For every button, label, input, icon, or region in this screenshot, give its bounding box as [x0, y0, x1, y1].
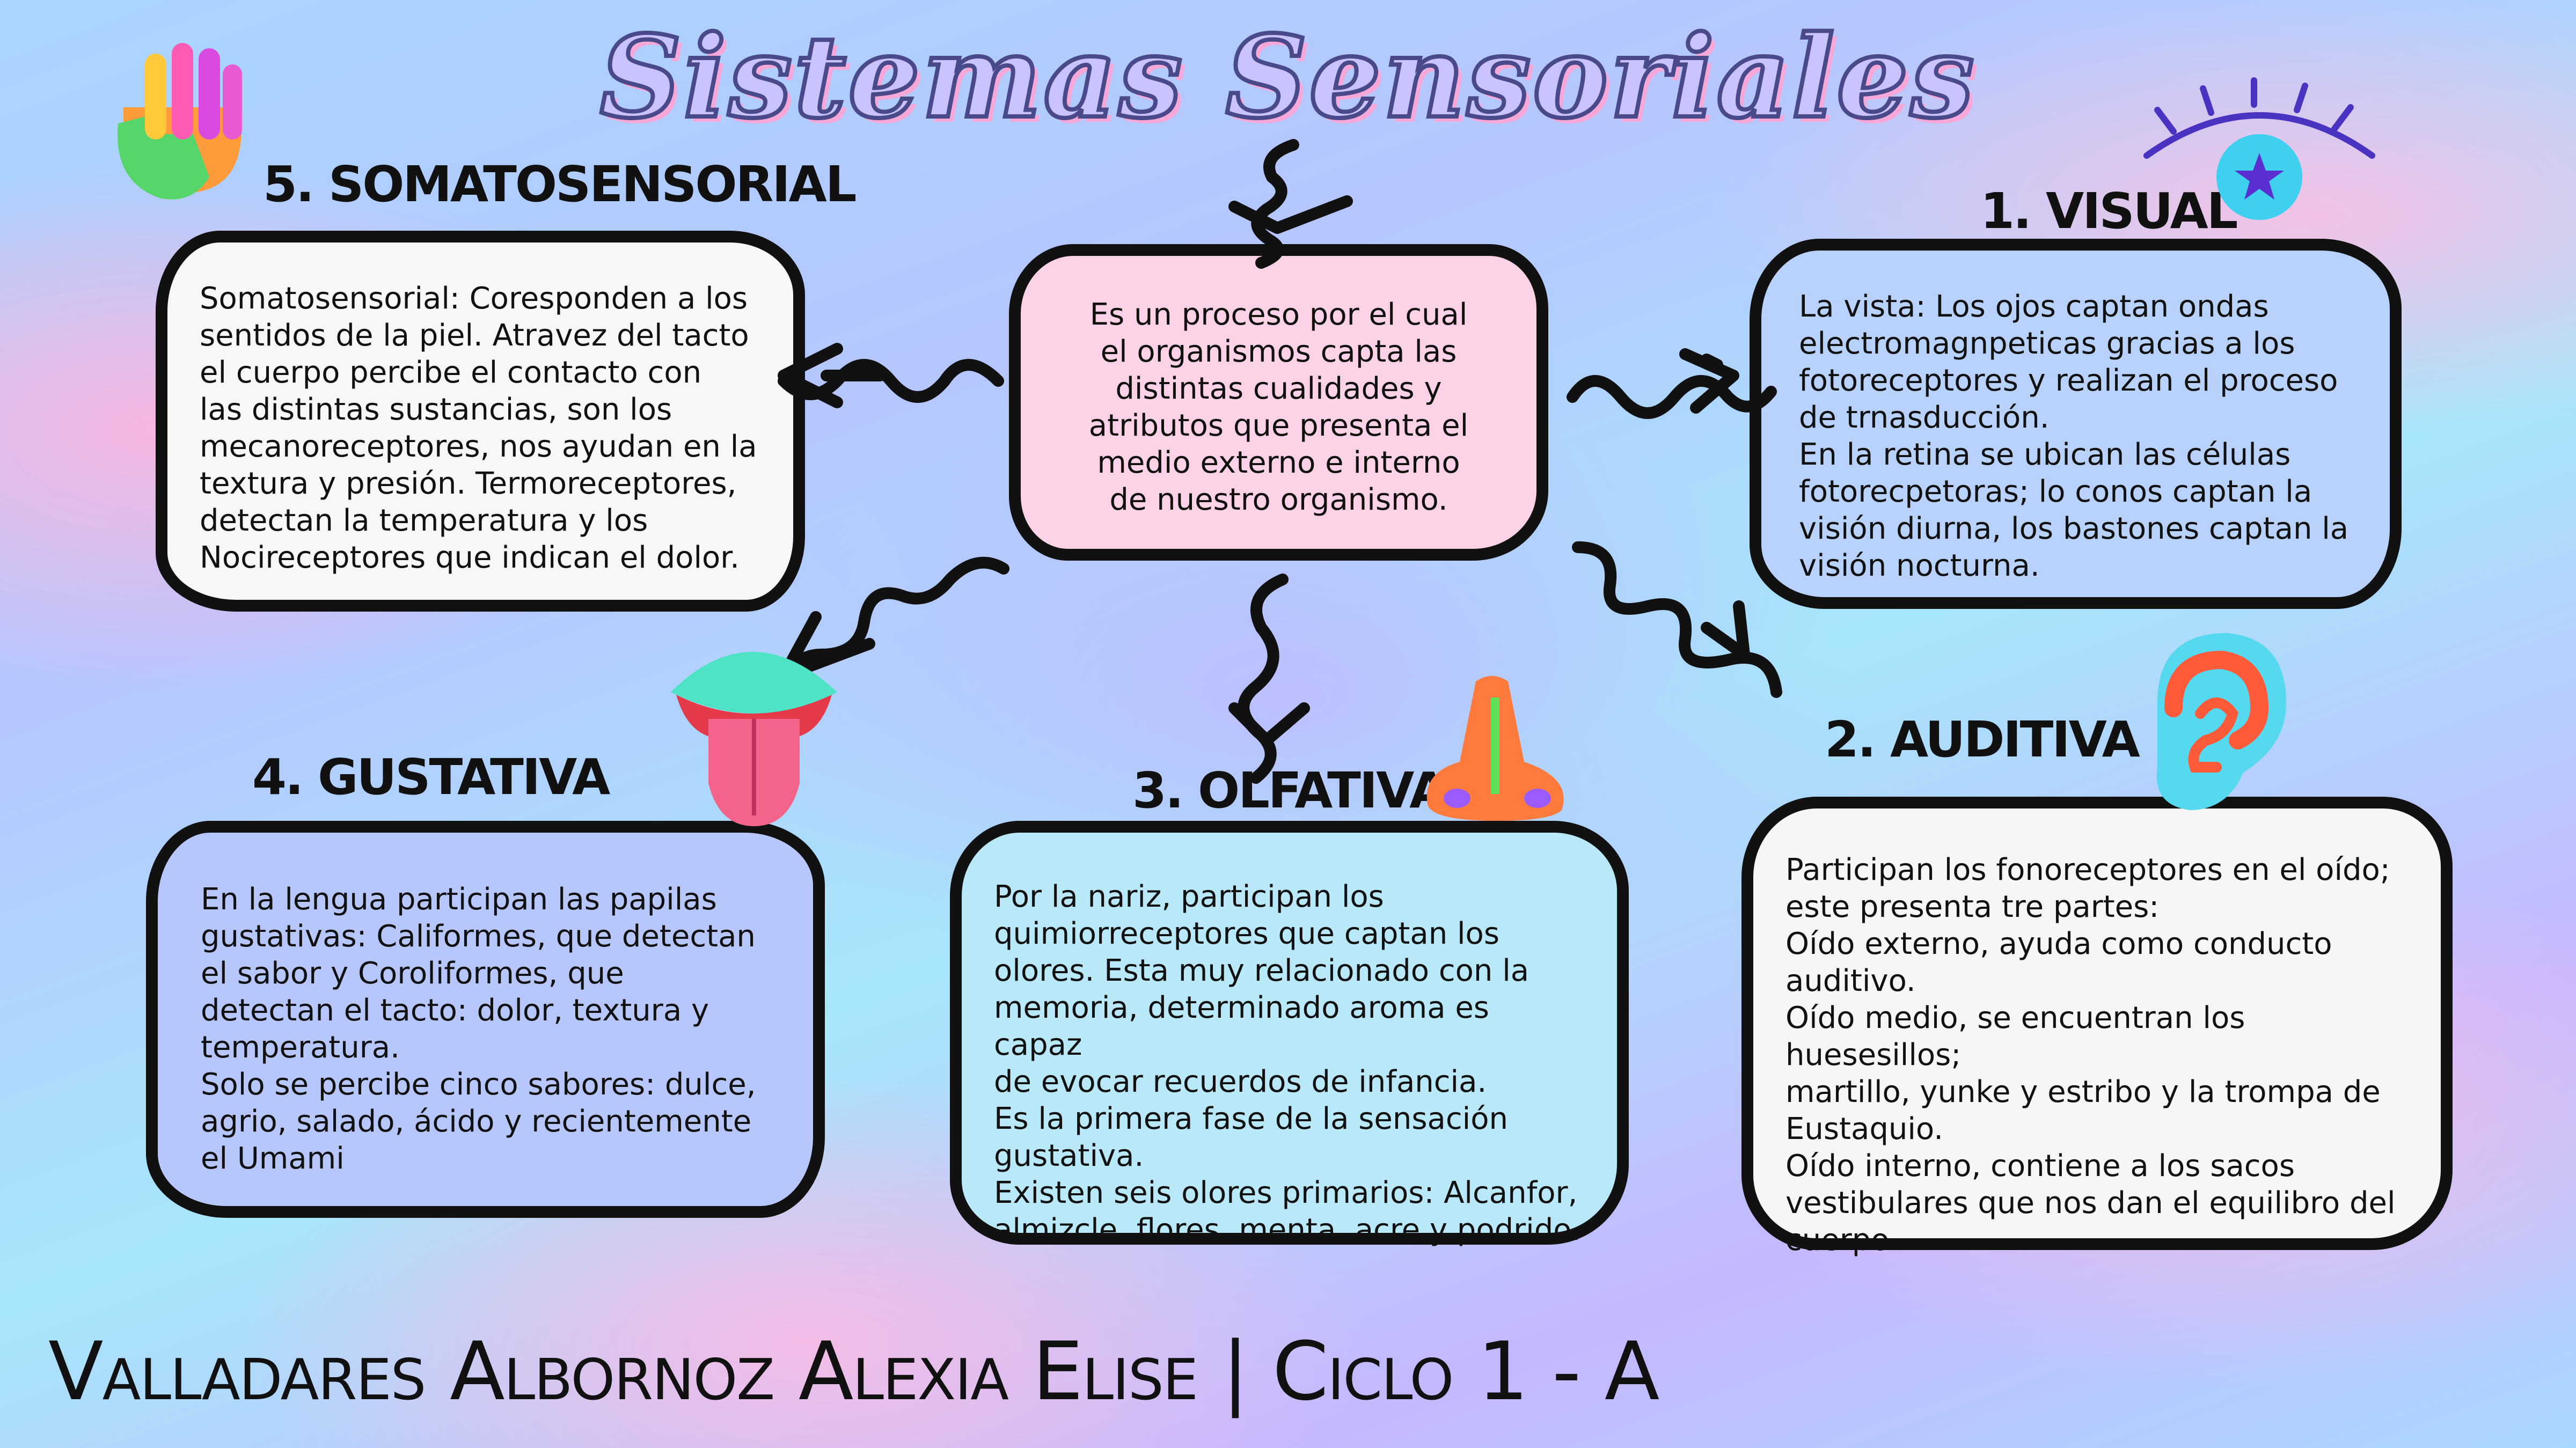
definition-box: Es un proceso por el cual el organismos … — [1009, 244, 1548, 561]
squiggle-arrow-icon — [1572, 541, 1782, 698]
heading-visual: 1. VISUAL — [1980, 182, 2238, 240]
author-footer: Valladares Albornoz Alexia Elise | Ciclo… — [48, 1325, 1659, 1418]
ear-icon — [2156, 633, 2286, 810]
heading-olfativa: 3. OLFATIVA — [1132, 762, 1447, 819]
gustativa-box: En la lengua participan las papilas gust… — [146, 821, 825, 1218]
squiggle-arrow-icon — [778, 343, 1004, 408]
auditiva-box: Participan los fonoreceptores en el oído… — [1741, 797, 2453, 1258]
eye-icon — [2143, 77, 2375, 220]
heading-somatosensorial: 5. SOMATOSENSORIAL — [263, 156, 857, 213]
page-title: Sistemas Sensoriales — [598, 9, 1977, 145]
heading-auditiva: 2. AUDITIVA — [1825, 711, 2140, 768]
tongue-icon — [671, 652, 837, 826]
squiggle-arrow-icon — [1228, 574, 1310, 784]
nose-icon — [1426, 676, 1564, 821]
heading-gustativa: 4. GUSTATIVA — [252, 748, 610, 806]
squiggle-arrow-icon — [1228, 139, 1353, 269]
hand-icon — [118, 43, 242, 200]
squiggle-arrow-icon — [1567, 348, 1777, 419]
visual-box: La vista: Los ojos captan ondas electrom… — [1750, 239, 2402, 609]
somatosensorial-box: Somatosensorial: Coresponden a los senti… — [156, 231, 805, 612]
olfativa-box: Por la nariz, participan los quimiorrece… — [950, 821, 1629, 1247]
